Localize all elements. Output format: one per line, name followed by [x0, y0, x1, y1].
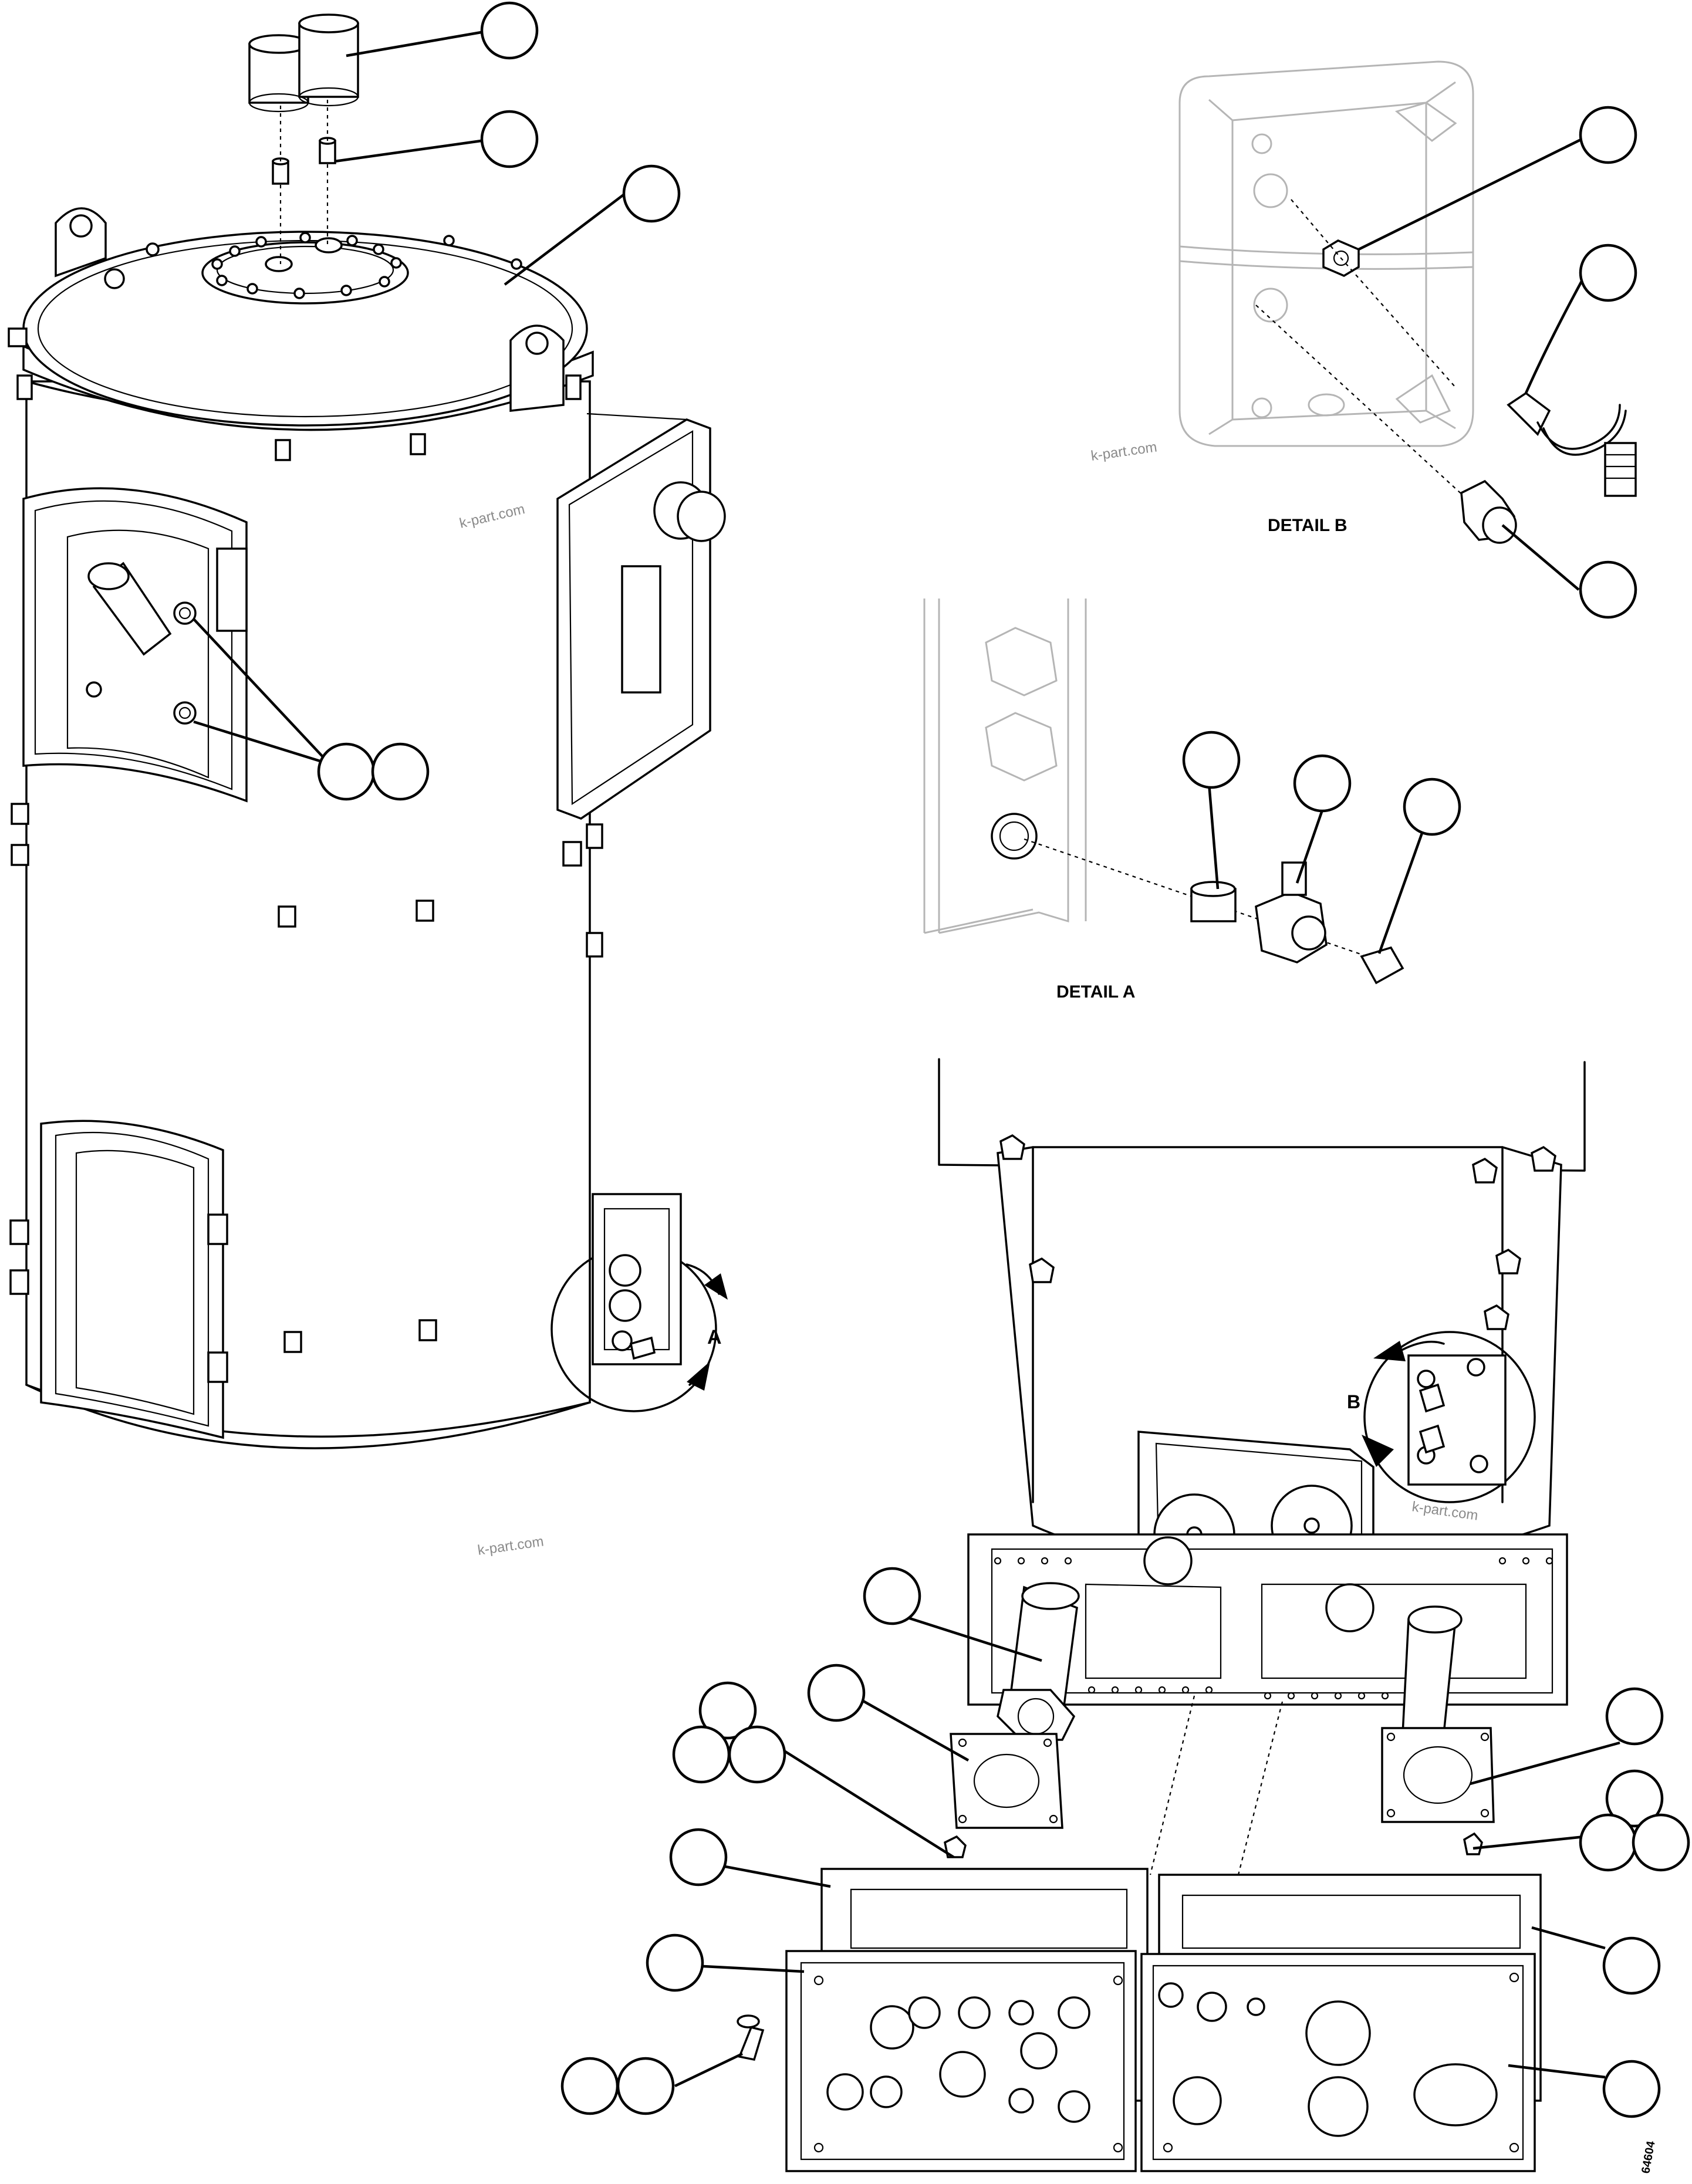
watermark-text: k-part.com [1090, 439, 1158, 464]
tank-assembly: A [8, 13, 728, 1449]
view-b-label: B [1347, 1391, 1360, 1412]
detail-a-view: DETAIL A [923, 599, 1404, 1002]
detail-a-label: DETAIL A [1056, 982, 1135, 1002]
view-a-label: A [707, 1326, 722, 1348]
cover-bolts [211, 232, 402, 299]
detail-b-view: DETAIL B [1178, 60, 1637, 544]
callout-bubbles [317, 1, 1690, 2118]
detail-b-label: DETAIL B [1268, 516, 1347, 535]
frame-holes [994, 1557, 1553, 1700]
callout-leaders [192, 31, 1620, 2088]
plate-left-holes [813, 1975, 1123, 2153]
watermark-text: k-part.com [477, 1533, 545, 1558]
base-assembly: B [737, 1058, 1586, 2172]
plate-right-holes [1158, 1972, 1519, 2153]
drawing-number: 64604 [1639, 2139, 1657, 2174]
